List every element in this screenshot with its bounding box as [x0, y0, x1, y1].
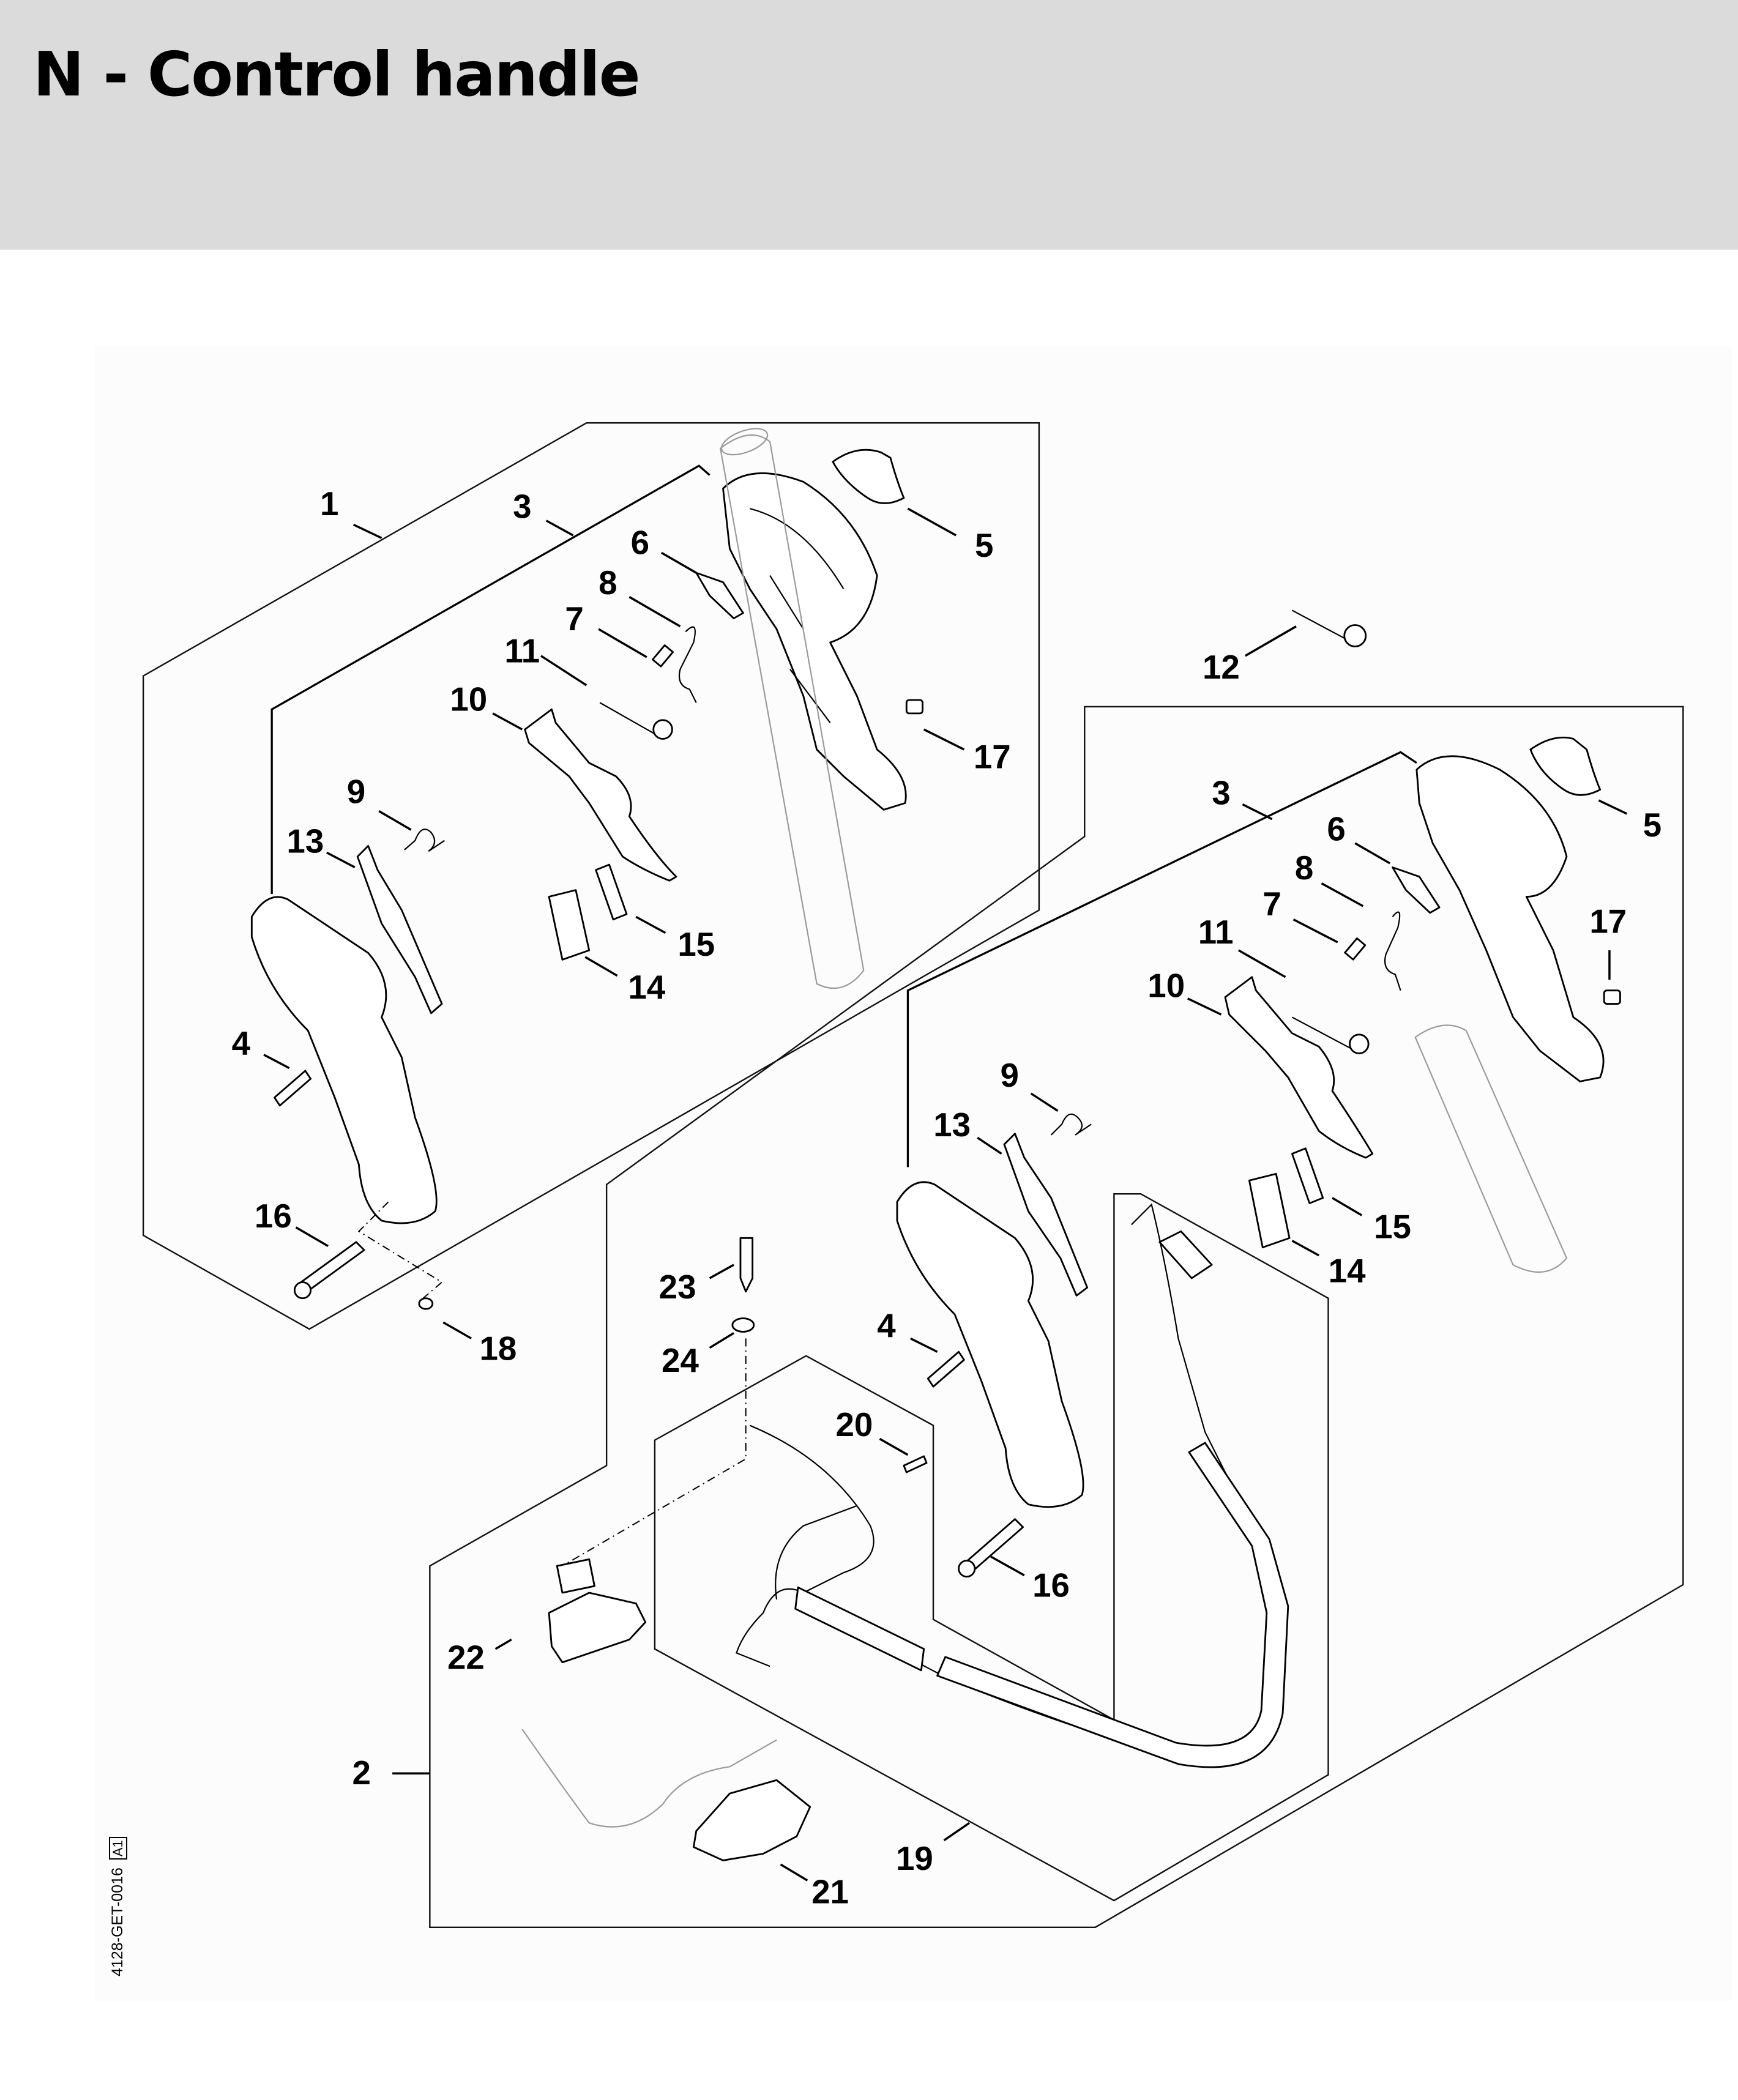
callout-5: 5 [975, 526, 993, 564]
part-7-screw-right [1344, 937, 1367, 961]
handle-grip-right [896, 1181, 1084, 1508]
part-5-cap-right [1529, 736, 1602, 796]
callout-7: 7 [1262, 885, 1281, 923]
callout-12: 12 [1203, 648, 1240, 686]
callout-16: 16 [1032, 1566, 1070, 1604]
assembly-frame-3-left [270, 464, 710, 895]
callout-9: 9 [347, 772, 365, 810]
part-11-spring-right [1291, 1016, 1356, 1052]
tube-ghost-left [719, 434, 865, 989]
callout-23: 23 [659, 1268, 696, 1306]
part-15-plate-left [595, 863, 628, 921]
part-6-clip-right [1392, 866, 1441, 914]
part-20-pin [903, 1455, 928, 1473]
part-12-spring [1291, 609, 1353, 643]
part-14-plate-left [548, 889, 591, 961]
callout-2: 2 [352, 1754, 371, 1792]
callout-14: 14 [628, 968, 665, 1006]
part-23-screw [739, 1237, 754, 1293]
assembly-frame-3-right [906, 751, 1417, 1167]
part-11-spring-left [599, 702, 660, 737]
callout-5: 5 [1643, 806, 1662, 844]
assembly-frame-19 [654, 1193, 1329, 1902]
part-9-spring-left [404, 828, 446, 852]
callout-11: 11 [1198, 913, 1234, 951]
part-19-conduit-sleeve [794, 1442, 1289, 1768]
leader-lines [263, 507, 1628, 1882]
page-header: N - Control handle [0, 0, 1738, 250]
callout-3: 3 [1212, 774, 1230, 812]
part-13-trigger-right [1003, 1133, 1089, 1297]
part-21-holder [692, 1779, 811, 1861]
part-7-screw-left [652, 644, 674, 668]
callout-4: 4 [232, 1024, 251, 1062]
part-19-connector [1158, 1230, 1213, 1279]
part-6-clip-left [695, 572, 744, 619]
callout-10: 10 [450, 680, 487, 718]
callout-16: 16 [255, 1197, 292, 1235]
part-4-screw-left [274, 1070, 312, 1107]
callout-15: 15 [1374, 1207, 1411, 1245]
part-4-screw-right [927, 1350, 965, 1388]
assembly-frame-2 [429, 706, 1684, 1929]
part-10-lever-right [1224, 976, 1374, 1159]
part-5-cap-left [832, 449, 905, 504]
callout-4: 4 [877, 1306, 896, 1344]
part-17-nut-right [1603, 989, 1621, 1005]
part-21-cable-ghost [521, 1729, 777, 1828]
callout-1: 1 [320, 485, 338, 523]
part-15-plate-right [1291, 1147, 1324, 1204]
handle-housing-top-right [1415, 755, 1605, 1082]
assembly-axis-right [562, 1338, 747, 1567]
callout-10: 10 [1147, 967, 1185, 1005]
part-17-nut-left [905, 699, 923, 715]
drawing-reference: 4128-GET-0016 A1 [109, 1837, 127, 1976]
part-24-washer [731, 1317, 755, 1333]
callout-17: 17 [974, 738, 1011, 776]
callout-20: 20 [836, 1406, 873, 1443]
part-10-lever-left [524, 708, 677, 882]
tube-ghost-right [1414, 1024, 1568, 1273]
callout-21: 21 [811, 1872, 849, 1910]
handle-grip-left [250, 896, 438, 1224]
callout-9: 9 [1001, 1056, 1019, 1094]
callout-11: 11 [504, 632, 540, 670]
callout-labels: 1 3 5 6 8 7 11 10 17 9 13 15 14 4 16 18 … [232, 485, 1662, 1910]
part-14-plate-right [1248, 1172, 1291, 1249]
part-8-spring-left [678, 626, 697, 703]
callout-8: 8 [1295, 849, 1313, 887]
callout-3: 3 [513, 488, 531, 526]
callout-8: 8 [599, 564, 617, 601]
callout-7: 7 [565, 600, 583, 638]
callout-6: 6 [631, 524, 649, 562]
callout-17: 17 [1589, 903, 1627, 940]
callout-15: 15 [677, 925, 715, 963]
callout-14: 14 [1329, 1252, 1366, 1290]
part-22-plate [556, 1558, 595, 1594]
part-18-nut [418, 1297, 434, 1310]
handle-housing-top-left [722, 472, 907, 811]
part-13-trigger-left [356, 845, 443, 1015]
part-20-cable [736, 1424, 875, 1667]
assembly-axis-left [357, 1201, 443, 1299]
assembly-frame-1 [142, 422, 1040, 1330]
callout-24: 24 [662, 1341, 699, 1379]
callout-18: 18 [480, 1329, 517, 1367]
part-9-spring-right [1050, 1113, 1092, 1136]
drawing-number: 4128-GET-0016 [109, 1867, 126, 1976]
callout-19: 19 [896, 1839, 933, 1877]
revision-box: A1 [109, 1837, 127, 1860]
part-22-bracket [548, 1592, 647, 1664]
part-8-spring-right [1384, 911, 1401, 991]
callout-6: 6 [1327, 810, 1345, 848]
callout-22: 22 [447, 1639, 485, 1677]
callout-13: 13 [933, 1106, 971, 1144]
page-title: N - Control handle [33, 39, 641, 110]
callout-13: 13 [286, 822, 324, 860]
